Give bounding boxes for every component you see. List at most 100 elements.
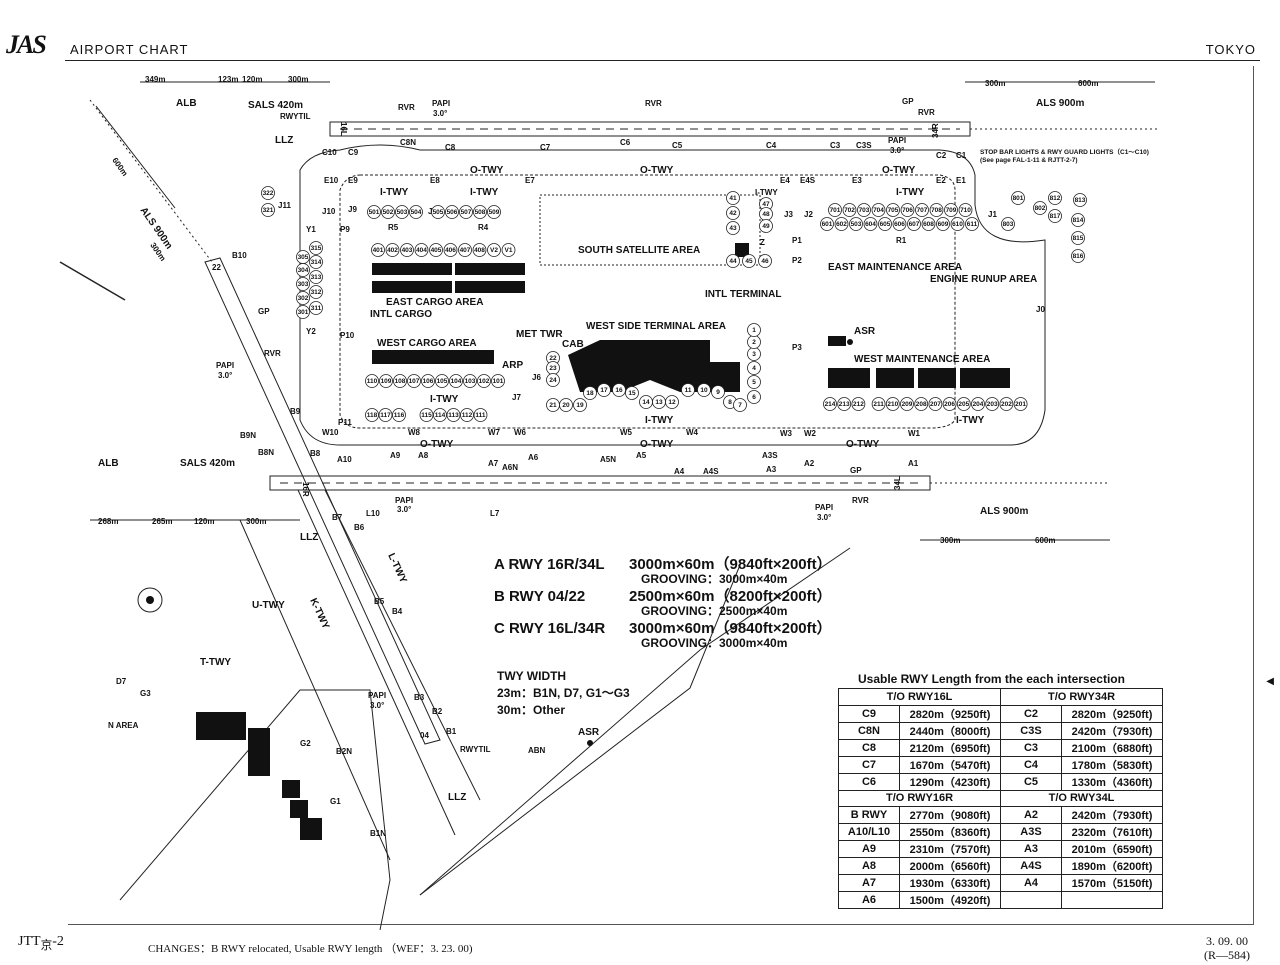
parking-spot-607: 607 — [907, 217, 921, 231]
svg-text:V1: V1 — [505, 247, 513, 254]
taxiway-label-b2: B2 — [432, 707, 443, 716]
parking-spot-802: 802 — [1033, 201, 1047, 215]
parking-spot-703: 703 — [857, 203, 871, 217]
airline-logo: JAS — [6, 30, 47, 59]
parking-spot-14: 14 — [639, 395, 653, 409]
taxiway-label-c10: C10 — [322, 148, 337, 157]
taxiway-label-b10: B10 — [232, 251, 247, 260]
taxiway-label-e3: E3 — [852, 176, 862, 185]
parking-spot-21: 21 — [546, 398, 560, 412]
label-dim-bl-120: 120m — [194, 517, 214, 526]
taxiway-label-y1: Y1 — [306, 225, 316, 234]
table-cell — [1000, 891, 1062, 909]
svg-text:408: 408 — [474, 247, 485, 254]
taxiway-label-a1: A1 — [908, 459, 919, 468]
svg-text:813: 813 — [1075, 197, 1086, 204]
table-cell: 2000m（6560ft) — [899, 857, 1001, 875]
taxiway-label-j6: J6 — [532, 373, 541, 382]
svg-text:45: 45 — [745, 258, 753, 265]
parking-spot-15: 15 — [625, 386, 639, 400]
table-cell: A8 — [838, 857, 900, 875]
label-intl-cargo: INTL CARGO — [370, 309, 432, 320]
parking-spot-502: 502 — [381, 205, 395, 219]
usable-length-title: Usable RWY Length from the each intersec… — [858, 672, 1125, 686]
table-cell: 2820m（9250ft) — [899, 704, 1001, 723]
parking-spot-304: 304 — [296, 263, 310, 277]
taxiway-label-e1: E1 — [956, 176, 966, 185]
runway-dims: 3000m×60m（9840ft×200ft） — [629, 556, 832, 573]
label-east-maint: EAST MAINTENANCE AREA — [828, 262, 962, 273]
svg-text:109: 109 — [381, 378, 392, 385]
parking-spot-45: 45 — [742, 254, 756, 268]
svg-text:610: 610 — [952, 221, 963, 228]
label-papi-6: PAPI — [368, 691, 386, 700]
parking-spot-49: 49 — [759, 219, 773, 233]
svg-text:503: 503 — [851, 221, 862, 228]
label-asr-south: ASR — [578, 727, 600, 738]
parking-spot-6: 6 — [747, 390, 761, 404]
taxiway-label-y2: Y2 — [306, 327, 316, 336]
parking-spot-104: 104 — [449, 374, 463, 388]
taxiway-label-e10: E10 — [324, 176, 339, 185]
label-sals-left: SALS 420m — [180, 458, 235, 469]
label-als-bottom: ALS 900m — [980, 506, 1028, 517]
table-cell: 2820m（9250ft) — [1061, 704, 1163, 723]
parking-spot-503: 503 — [849, 217, 863, 231]
parking-spot-605: 605 — [878, 217, 892, 231]
svg-text:611: 611 — [967, 221, 978, 228]
svg-text:606: 606 — [894, 221, 905, 228]
footer-ref: (R—584) — [1204, 948, 1250, 962]
parking-spot-210: 210 — [885, 397, 900, 411]
svg-text:7: 7 — [738, 402, 742, 409]
svg-text:502: 502 — [383, 209, 394, 216]
table-cell: C3 — [1000, 738, 1062, 757]
label-dim-bl-300: 300m — [246, 517, 266, 526]
svg-text:114: 114 — [435, 412, 446, 419]
svg-text:42: 42 — [729, 210, 737, 217]
svg-text:4: 4 — [752, 365, 756, 372]
taxiway-label-a5: A5 — [636, 451, 647, 460]
svg-text:18: 18 — [586, 390, 594, 397]
parking-spot-109: 109 — [379, 374, 393, 388]
taxiway-label-g1: G1 — [330, 797, 341, 806]
taxiway-label-e8: E8 — [430, 176, 440, 185]
svg-text:405: 405 — [431, 247, 442, 254]
svg-text:214: 214 — [825, 401, 836, 408]
svg-text:118: 118 — [367, 412, 378, 419]
parking-spot-704: 704 — [871, 203, 886, 217]
svg-text:705: 705 — [888, 207, 899, 214]
svg-text:605: 605 — [880, 221, 891, 228]
svg-text:315: 315 — [311, 245, 322, 252]
label-papi-4-angle: 3.0° — [397, 505, 411, 514]
parking-spot-610: 610 — [950, 217, 965, 231]
runway-b — [204, 257, 441, 745]
table-cell: A7 — [838, 874, 900, 892]
parking-spot-814: 814 — [1071, 213, 1085, 227]
n-area-bldg-5 — [300, 818, 322, 840]
taxiway-label-p1: P1 — [792, 236, 802, 245]
label-see-page: (See page FAL-1-11 & RJTT-2-7) — [980, 157, 1078, 164]
table-cell: 2120m（6950ft) — [899, 738, 1001, 757]
taxiway-label-l7: L7 — [490, 509, 500, 518]
taxiway-label-w8: W8 — [408, 428, 421, 437]
svg-text:111: 111 — [475, 412, 486, 419]
label-papi-3-angle: 3.0° — [218, 371, 232, 380]
parking-spot-305: 305 — [296, 250, 310, 264]
svg-text:213: 213 — [839, 401, 850, 408]
svg-text:112: 112 — [462, 412, 473, 419]
parking-spot-504: 504 — [409, 205, 423, 219]
parking-spot-406: 406 — [443, 243, 458, 257]
parking-spot-812: 812 — [1048, 191, 1062, 205]
label-otwy-3: O-TWY — [882, 165, 916, 176]
label-itwy-7: I-TWY — [956, 415, 985, 426]
label-papi-1-angle: 3.0° — [433, 109, 447, 118]
label-dim-br-300: 300m — [940, 536, 960, 545]
taxiway-label-j9: J9 — [348, 205, 357, 214]
table-cell: 1890m（6200ft) — [1061, 857, 1163, 875]
table-cell: 2310m（7570ft) — [899, 840, 1001, 858]
parking-spot-501: 501 — [367, 205, 381, 219]
